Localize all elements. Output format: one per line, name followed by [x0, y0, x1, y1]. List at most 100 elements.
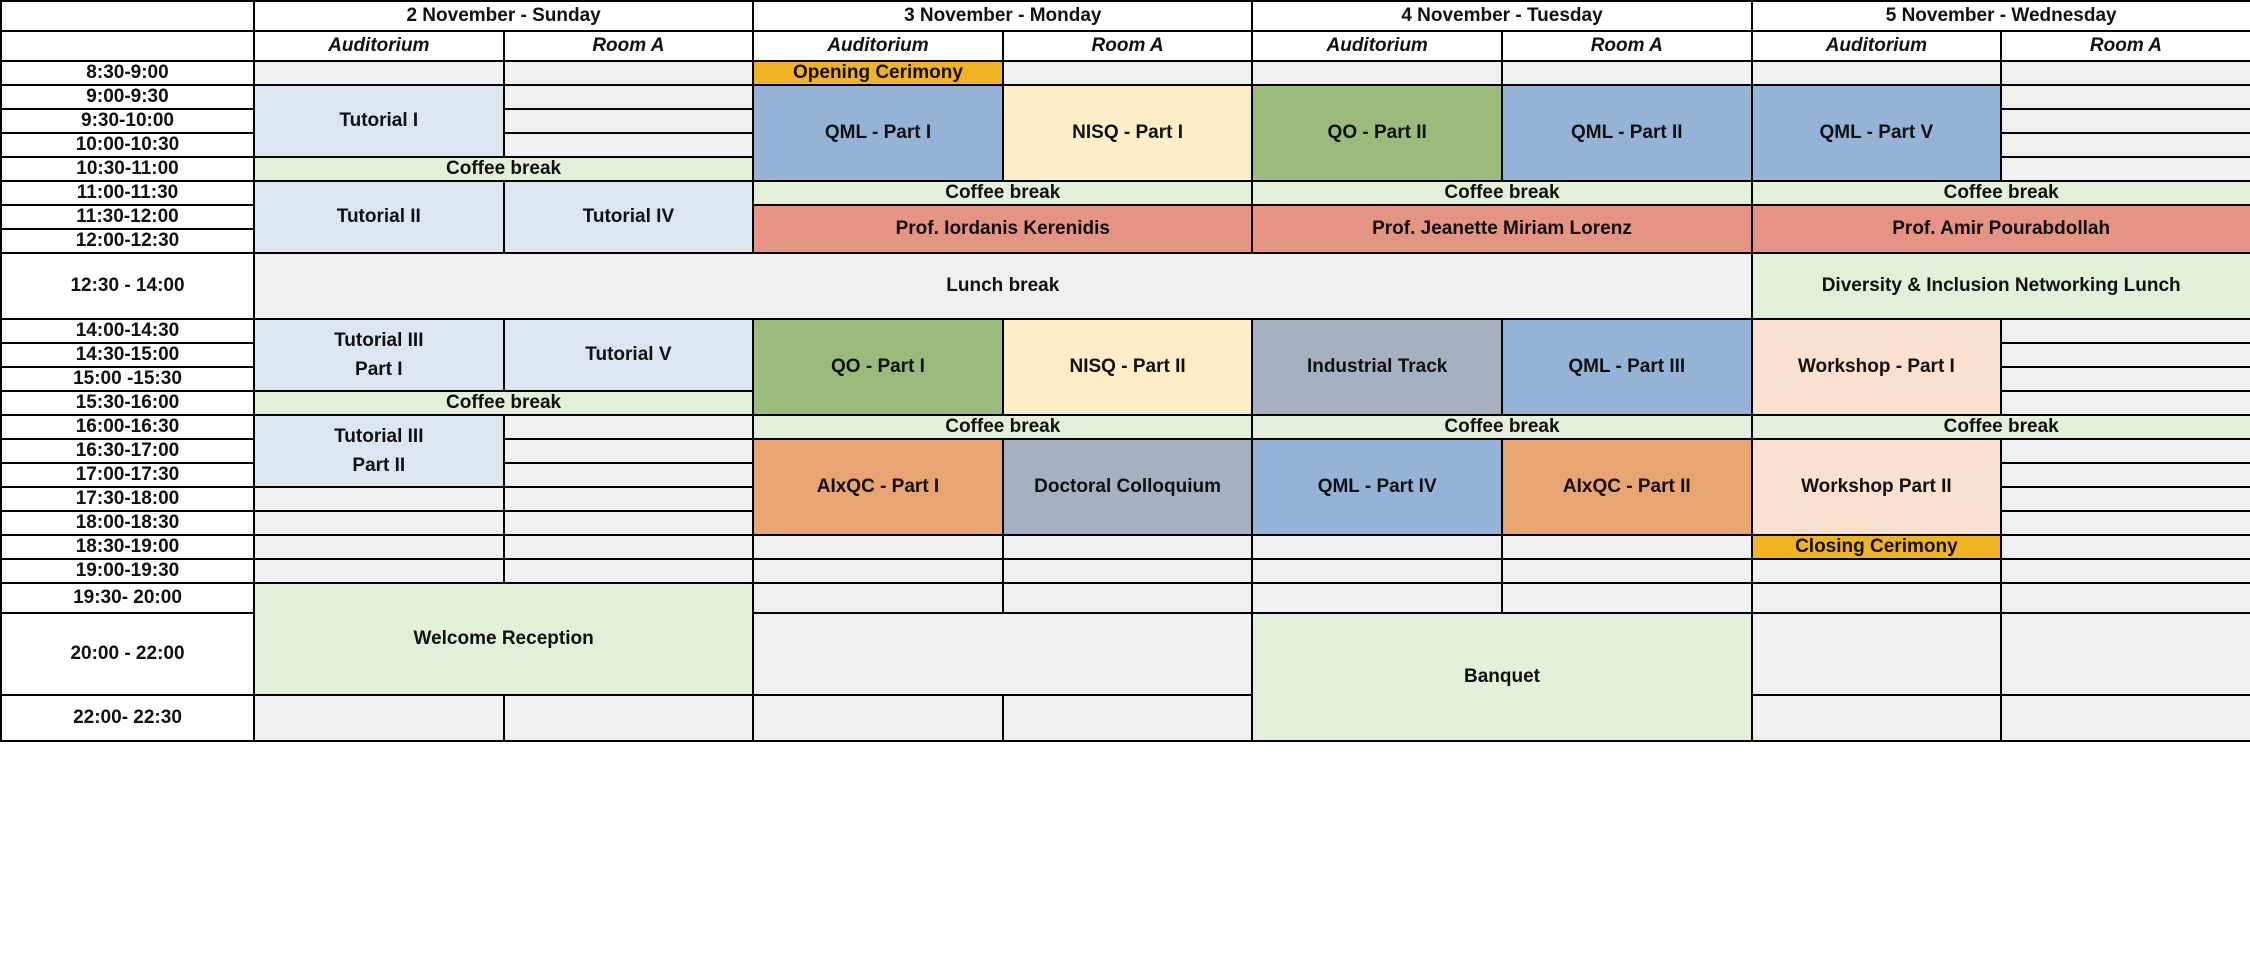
event-qml-part-5: QML - Part V	[1750, 84, 2003, 182]
cell-sun-rma-1700	[502, 462, 755, 488]
cell-tue-aud-0830	[1251, 60, 1503, 86]
event-keynote-tuesday: Prof. Jeanette Miriam Lorenz	[1251, 204, 1753, 254]
event-qo-part-1: QO - Part I	[752, 318, 1004, 416]
time-label-1530: 15:30-16:00	[0, 390, 255, 416]
cell-tue-aud-1830	[1251, 534, 1503, 560]
cell-mon-rma-1830	[1001, 534, 1254, 560]
cell-sun-rma-1730	[502, 486, 755, 512]
cell-wed-aud-0830	[1750, 60, 2003, 86]
cell-sun-rma-1900	[502, 558, 755, 584]
event-doctoral-colloquium: Doctoral Colloquium	[1001, 438, 1254, 536]
event-aixqc-part-1: AIxQC - Part I	[752, 438, 1004, 536]
room-header-wed-room-a: Room A	[2000, 30, 2250, 62]
schedule-row-1630: 16:30-17:00 AIxQC - Part I Doctoral Coll…	[0, 438, 2250, 536]
schedule-row-1130: 11:30-12:00 Prof. Iordanis Kerenidis Pro…	[0, 204, 2250, 254]
tutorial-3-part-2-title: Tutorial III	[334, 425, 424, 447]
cell-wed-rma-1030	[2000, 156, 2250, 182]
cell-wed-aud-1900	[1750, 558, 2003, 584]
cell-sun-rma-1830	[502, 534, 755, 560]
event-banquet: Banquet	[1251, 612, 1753, 742]
event-workshop-part-2: Workshop Part II	[1750, 438, 2003, 536]
schedule-row-0830: 8:30-9:00 Opening Cerimony	[0, 60, 2250, 86]
cell-sun-aud-2200	[253, 694, 505, 742]
event-aixqc-part-2: AIxQC - Part II	[1500, 438, 1753, 536]
cell-wed-rma-1900	[2000, 558, 2250, 584]
schedule-row-0900: 9:00-9:30 Tutorial I QML - Part I NISQ -…	[0, 84, 2250, 182]
schedule-row-0930: 9:30-10:00	[0, 108, 2250, 134]
cell-sun-rma-0930	[502, 108, 755, 134]
cell-sun-rma-0900	[502, 84, 755, 110]
room-header-mon-auditorium: Auditorium	[752, 30, 1004, 62]
cell-mon-aud-2200	[752, 694, 1004, 742]
cell-tue-aud-1930	[1251, 582, 1503, 614]
event-welcome-reception: Welcome Reception	[252, 582, 755, 696]
time-label-2000: 20:00 - 22:00	[0, 612, 255, 696]
cell-wed-rma-1000	[2000, 132, 2250, 158]
cell-wed-rma-0900	[2000, 84, 2250, 110]
cell-mon-rma-0830	[1001, 60, 1254, 86]
time-label-1930: 19:30- 20:00	[0, 582, 255, 614]
room-header-tue-room-a: Room A	[1500, 30, 1753, 62]
event-diversity-inclusion-lunch: Diversity & Inclusion Networking Lunch	[1750, 252, 2250, 320]
cell-sun-rma-1800	[502, 510, 755, 536]
time-label-1500: 15:00 -15:30	[0, 366, 255, 392]
time-label-0930: 9:30-10:00	[0, 108, 255, 134]
cell-wed-rma-1530	[2000, 390, 2250, 416]
cell-tue-rma-1930	[1500, 582, 1753, 614]
cell-wed-rma-1500	[2000, 366, 2250, 392]
room-header-sun-room-a: Room A	[502, 30, 755, 62]
schedule-row-1030: 10:30-11:00 Coffee break	[0, 156, 2250, 182]
cell-sun-aud-1830	[253, 534, 505, 560]
cell-mon-2000	[752, 612, 1254, 696]
event-workshop-part-1: Workshop - Part I	[1750, 318, 2003, 416]
time-label-0830: 8:30-9:00	[0, 60, 255, 86]
cell-wed-rma-1800	[2000, 510, 2250, 536]
schedule-row-1430: 14:30-15:00	[0, 342, 2250, 368]
event-tutorial-2: Tutorial II	[253, 180, 505, 254]
event-coffee-break-tue-morning: Coffee break	[1251, 180, 1753, 206]
cell-tue-rma-0830	[1500, 60, 1753, 86]
cell-sun-aud-0830	[253, 60, 505, 86]
cell-wed-rma-1700	[2000, 462, 2250, 488]
event-opening-ceremony: Opening Cerimony	[752, 60, 1004, 86]
cell-wed-rma-2000	[2000, 612, 2250, 696]
cell-mon-aud-1830	[752, 534, 1004, 560]
cell-wed-rma-0830	[2000, 60, 2250, 86]
schedule-row-1730: 17:30-18:00	[0, 486, 2250, 512]
event-tutorial-5: Tutorial V	[502, 318, 755, 392]
tutorial-3-part-1-title: Tutorial III	[334, 329, 424, 351]
schedule-row-1000: 10:00-10:30	[0, 132, 2250, 158]
cell-wed-rma-0930	[2000, 108, 2250, 134]
cell-wed-rma-1430	[2000, 342, 2250, 368]
header-days-row: 2 November - Sunday 3 November - Monday …	[0, 0, 2250, 32]
event-coffee-break-tue-afternoon: Coffee break	[1251, 414, 1753, 440]
event-tutorial-3-part-1: Tutorial III Part I	[253, 318, 505, 392]
schedule-row-1400: 14:00-14:30 Tutorial III Part I Tutorial…	[0, 318, 2250, 416]
cell-tue-rma-1830	[1500, 534, 1753, 560]
cell-sun-rma-2200	[502, 694, 755, 742]
time-label-1700: 17:00-17:30	[0, 462, 255, 488]
day-header-monday: 3 November - Monday	[752, 0, 1254, 32]
event-lunch-break: Lunch break	[253, 252, 1753, 320]
time-label-1830: 18:30-19:00	[0, 534, 255, 560]
cell-wed-rma-1730	[2000, 486, 2250, 512]
event-coffee-break-wed-afternoon: Coffee break	[1750, 414, 2250, 440]
time-label-1000: 10:00-10:30	[0, 132, 255, 158]
conference-schedule-table: 2 November - Sunday 3 November - Monday …	[0, 0, 2250, 742]
time-label-1400: 14:00-14:30	[0, 318, 255, 344]
schedule-row-1600: 16:00-16:30 Tutorial III Part II Coffee …	[0, 414, 2250, 488]
time-label-1200: 12:00-12:30	[0, 228, 255, 254]
table-corner-cell	[0, 0, 255, 32]
cell-mon-aud-1900	[752, 558, 1004, 584]
time-label-1900: 19:00-19:30	[0, 558, 255, 584]
time-label-1800: 18:00-18:30	[0, 510, 255, 536]
event-keynote-monday: Prof. Iordanis Kerenidis	[752, 204, 1254, 254]
cell-sun-rma-1600	[502, 414, 755, 440]
time-label-1100: 11:00-11:30	[0, 180, 255, 206]
time-label-1030: 10:30-11:00	[0, 156, 255, 182]
time-label-0900: 9:00-9:30	[0, 84, 255, 110]
time-label-1430: 14:30-15:00	[0, 342, 255, 368]
event-qml-part-1: QML - Part I	[752, 84, 1004, 182]
cell-sun-aud-1900	[253, 558, 505, 584]
cell-wed-rma-1400	[2000, 318, 2250, 344]
